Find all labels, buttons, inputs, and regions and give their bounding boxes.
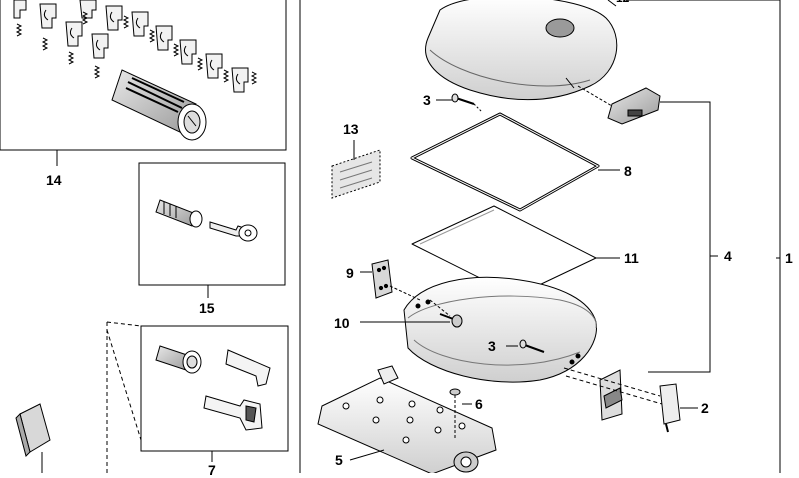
lock-tab [231,67,249,93]
label-sticker-13 [331,140,381,199]
carrier-plate-5 [317,365,497,475]
lock-tab [105,5,123,31]
case-base [403,276,597,383]
lock-tab [65,21,83,47]
callout-2: 2 [701,400,709,416]
lock-tab [179,39,197,65]
callout-11: 11 [624,250,639,266]
callout-top-clipped: 12 [616,0,629,5]
lock-cylinder-set [13,0,258,141]
lock-tab [131,11,149,37]
screw [506,339,545,353]
callout-4: 4 [724,248,732,264]
assembly-brackets [626,0,781,473]
callout-14: 14 [46,172,62,188]
callout-3-upper: 3 [423,92,431,108]
lock-tab [79,0,97,19]
callout-15: 15 [199,300,215,316]
hinge-9 [360,259,421,301]
callout-3-lower: 3 [488,338,496,354]
lock-and-key-15 [155,199,258,242]
callout-5: 5 [335,452,343,468]
lock-mechanism-2 [563,367,698,433]
screw-6 [449,388,472,440]
lock-cover [577,85,661,125]
spring [15,11,258,85]
base-liner-11 [411,205,620,297]
callout-8: 8 [624,163,632,179]
lock-and-keys-7 [155,345,271,431]
seal-ring-8 [410,112,620,212]
lock-cylinder [111,69,207,141]
screw [436,93,483,113]
callout-9: 9 [346,265,354,281]
callout-10: 10 [334,315,350,331]
lock-tab [155,25,173,51]
group-box-7 [140,325,289,452]
group-box-15 [138,162,286,286]
group-box-14 [0,0,287,151]
lock-tab [39,3,57,29]
lock-tab [13,0,27,19]
top-case-lid [425,0,618,101]
callout-7: 7 [208,462,216,478]
callout-1: 1 [785,250,793,266]
screw-10 [360,299,463,328]
callout-6: 6 [475,396,483,412]
dashed-leader [106,321,142,441]
lock-tab [205,53,223,79]
lock-tab [91,33,109,59]
booklet [15,403,51,473]
callout-13: 13 [343,121,359,137]
